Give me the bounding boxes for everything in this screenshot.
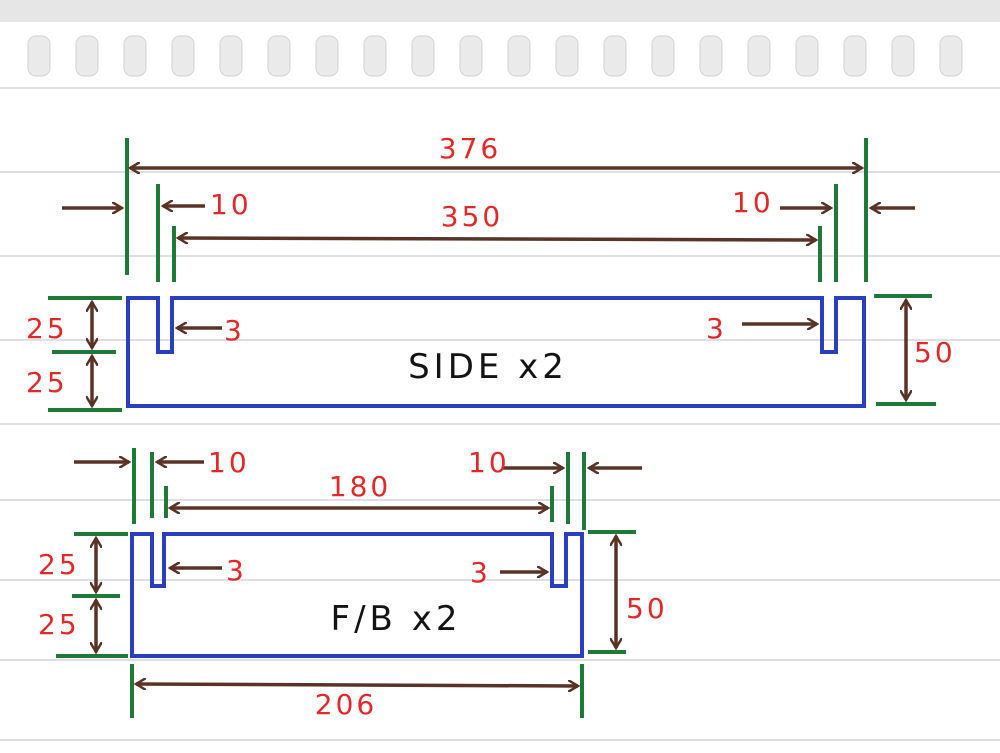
fb-inner-dimension: 180 bbox=[329, 470, 391, 503]
side-depth-left-dimension: 3 bbox=[224, 314, 245, 347]
side-extension-lines bbox=[48, 138, 936, 412]
fb-height-dimension: 50 bbox=[626, 592, 668, 625]
side-piece: 376 350 10 10 3 3 25 25 50 SIDE x2 bbox=[26, 132, 956, 412]
side-height-bottom-dimension: 25 bbox=[26, 366, 68, 399]
fb-depth-right-dimension: 3 bbox=[470, 556, 491, 589]
fb-overall-dimension: 206 bbox=[315, 688, 377, 721]
side-dimension-arrows bbox=[62, 168, 915, 406]
side-height-dimension: 50 bbox=[914, 336, 956, 369]
fb-piece-label: F/B x2 bbox=[331, 599, 462, 639]
fb-slot-right-dimension: 10 bbox=[468, 446, 510, 479]
paper-torn-edge bbox=[0, 0, 1000, 22]
fb-dimension-arrows bbox=[74, 462, 642, 686]
side-piece-outline bbox=[126, 296, 866, 408]
side-height-top-dimension: 25 bbox=[26, 312, 68, 345]
side-slot-left-dimension: 10 bbox=[210, 188, 252, 221]
side-slot-right-dimension: 10 bbox=[732, 186, 774, 219]
fb-piece-outline bbox=[130, 532, 584, 658]
fb-piece: 10 180 10 3 3 25 25 50 F/B x2 206 bbox=[38, 446, 668, 721]
side-depth-right-dimension: 3 bbox=[706, 312, 727, 345]
fb-overall-arrow bbox=[136, 684, 578, 686]
side-piece-label: SIDE x2 bbox=[408, 347, 568, 387]
spiral-perforations bbox=[27, 35, 963, 77]
side-overall-dimension: 376 bbox=[439, 132, 501, 165]
fb-height-top-dimension: 25 bbox=[38, 548, 80, 581]
fb-extension-lines bbox=[56, 448, 636, 718]
fb-height-bottom-dimension: 25 bbox=[38, 608, 80, 641]
fb-slot-left-dimension: 10 bbox=[208, 446, 250, 479]
fb-depth-left-dimension: 3 bbox=[226, 554, 247, 587]
side-inner-dimension: 350 bbox=[441, 200, 503, 233]
side-inner-arrow bbox=[178, 238, 816, 240]
